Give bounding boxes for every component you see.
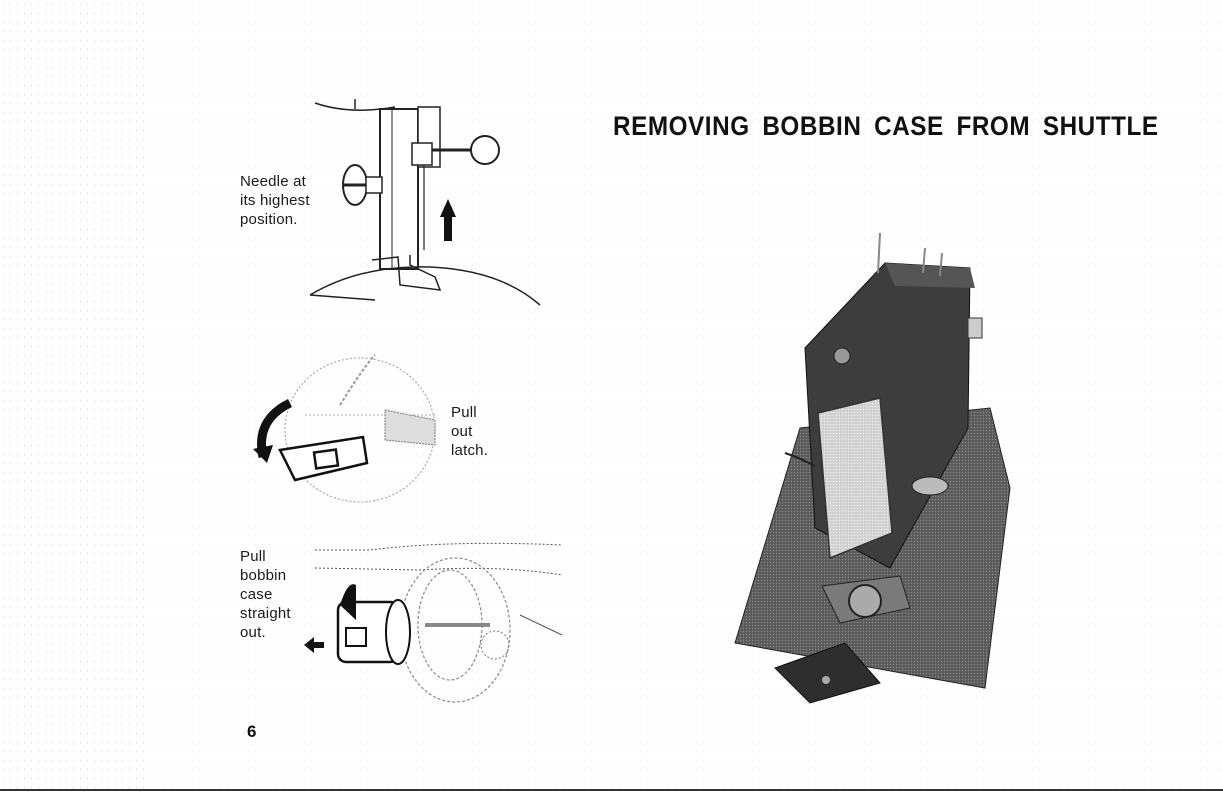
latch-illustration: [245, 345, 450, 510]
needle-caption: Needle at its highest position.: [240, 172, 310, 229]
needle-illustration: [300, 95, 550, 315]
page-title: REMOVING BOBBIN CASE FROM SHUTTLE: [613, 111, 1159, 142]
arrow-up-icon: [440, 199, 456, 241]
page-edge-texture: [0, 0, 150, 795]
latch-caption: Pull out latch.: [451, 403, 488, 460]
bobbin-caption: Pull bobbin case straight out.: [240, 547, 291, 642]
bobbin-case-illustration: [300, 530, 565, 710]
sewing-machine-photo: [730, 228, 1015, 708]
bottom-rule: [0, 789, 1223, 791]
arrow-left-icon: [304, 637, 324, 653]
page-number: 6: [247, 722, 256, 742]
